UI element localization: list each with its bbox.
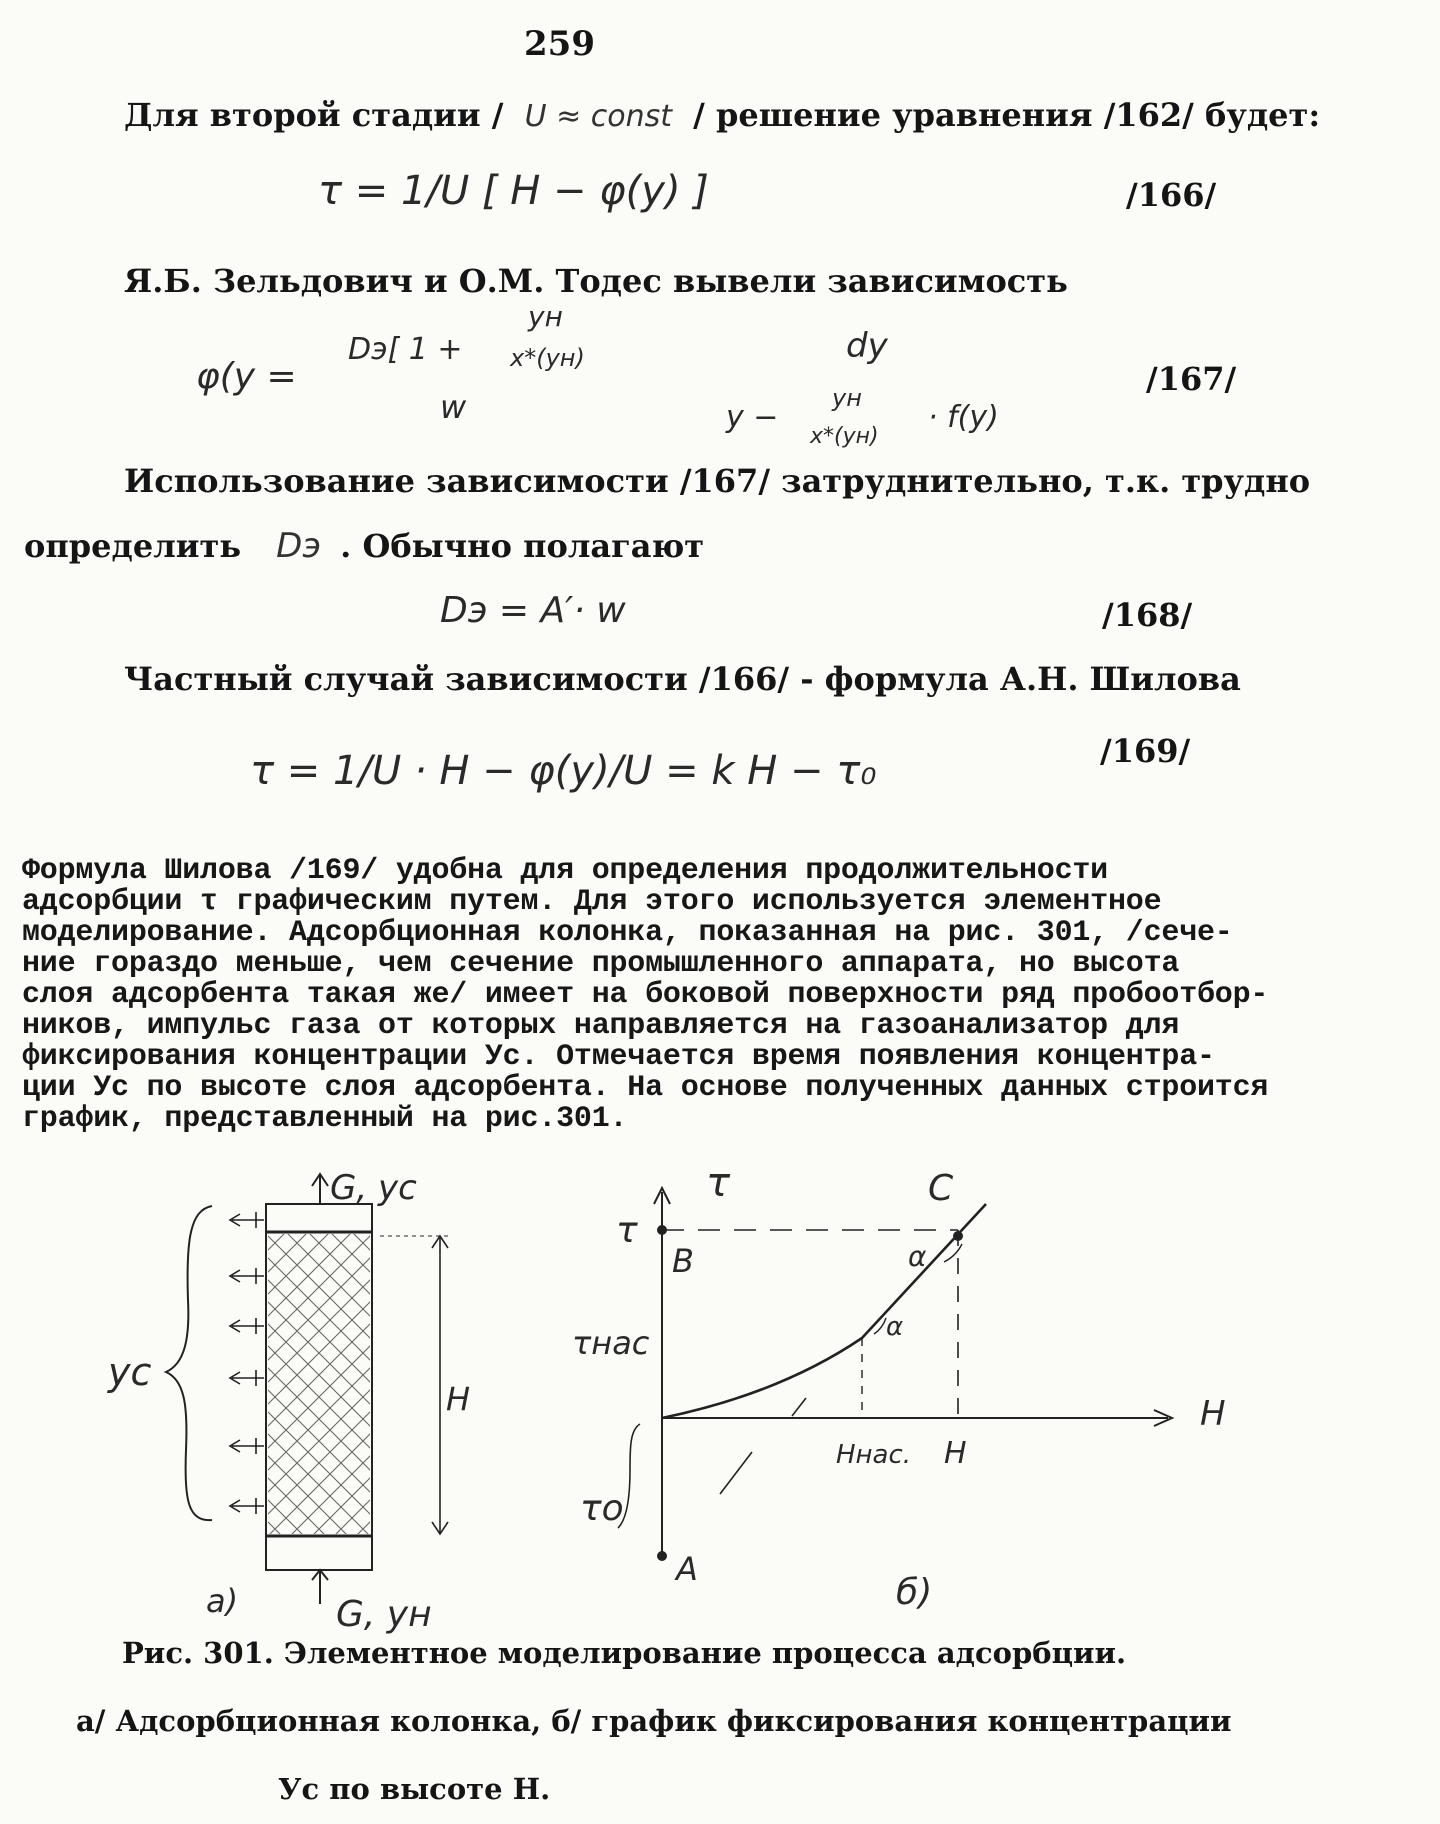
paragraph-line: ции Ус по высоте слоя адсорбента. На осн… — [22, 1071, 1269, 1105]
eq167-int-den-den: x*(yн) — [810, 424, 879, 449]
tau0-brace — [617, 1423, 641, 1529]
line-determine-before: определить — [24, 527, 242, 565]
paragraph-line: график, представленный на рис.301. — [22, 1102, 628, 1136]
label-height: H — [446, 1380, 471, 1418]
line-second-stage-after: / решение уравнения /162/ будет: — [693, 96, 1321, 134]
inlet-arrow-head — [311, 1568, 329, 1581]
line-zeldovich: Я.Б. Зельдович и О.М. Тодес вывели завис… — [124, 262, 1068, 300]
eq167-frac-den: x*(yн) — [510, 344, 585, 372]
point-c — [953, 1231, 963, 1241]
eq167-int-den-b: · f(y) — [928, 400, 999, 435]
eq167-num-top: Dэ[ 1 + — [348, 332, 463, 367]
eq167-frac-num: yн — [528, 300, 563, 333]
handwritten-u-const: U ≈ const — [524, 99, 673, 134]
label-tau-tick: τ — [616, 1210, 638, 1251]
point-a — [657, 1551, 667, 1561]
label-col-top: G, yc — [330, 1168, 417, 1208]
label-panel-a: a) — [206, 1582, 239, 1620]
label-point-b: B — [672, 1242, 694, 1280]
label-axis-tau: τ — [706, 1160, 731, 1206]
label-tau0: τo — [580, 1488, 624, 1529]
equation-number-169: /169/ — [1100, 732, 1191, 770]
paragraph-shilov: Формула Шилова /169/ удобна для определе… — [22, 856, 1422, 1135]
paragraph-line: фиксирования концентрации Ус. Отмечается… — [22, 1040, 1215, 1074]
alpha-arc-1 — [943, 1243, 963, 1263]
line-second-stage: Для второй стадии / U ≈ const / решение … — [124, 96, 1320, 134]
sampling-taps — [228, 1212, 264, 1514]
paragraph-line: моделирование. Адсорбционная колонка, по… — [22, 916, 1233, 950]
label-point-c: C — [928, 1168, 954, 1209]
label-h-tick: H — [944, 1436, 967, 1471]
line-special-case: Частный случай зависимости /166/ - форму… — [124, 660, 1241, 698]
outlet-arrow-head — [311, 1172, 329, 1187]
eq167-den: w — [440, 388, 467, 426]
eq167-lhs: φ(y = — [196, 356, 297, 397]
paragraph-line: Формула Шилова /169/ удобна для определе… — [22, 854, 1108, 888]
extrapolation-mark-2 — [791, 1397, 807, 1417]
label-point-a: A — [676, 1550, 698, 1588]
eq167-int-den-num: yн — [832, 384, 862, 412]
label-yc: yc — [108, 1350, 152, 1394]
equation-166: τ = 1/U [ H − φ(y) ] — [318, 168, 709, 214]
label-alpha-2: α — [886, 1312, 904, 1342]
equation-168: Dэ = A′· w — [440, 590, 626, 631]
paragraph-line: ние гораздо меньше, чем сечение промышле… — [22, 947, 1180, 981]
label-h-nas: Hнас. — [836, 1440, 912, 1470]
paragraph-line: ников, импульс газа от которых направляе… — [22, 1009, 1180, 1043]
equation-number-166: /166/ — [1126, 176, 1217, 214]
figure-caption-title: Рис. 301. Элементное моделирование проце… — [122, 1636, 1127, 1670]
point-b — [657, 1225, 667, 1235]
shilov-graph — [617, 1185, 1175, 1561]
label-col-bottom: G, yн — [336, 1594, 432, 1635]
h-axis-arrow — [1153, 1409, 1175, 1427]
equation-169: τ = 1/U · H − φ(y)/U = k H − τ₀ — [250, 748, 877, 794]
adsorbent-bed — [268, 1234, 370, 1534]
label-tau-nas: τнас — [572, 1324, 650, 1362]
line-determine: определить Dэ . Обычно полагают — [24, 526, 704, 566]
paragraph-line: слоя адсорбента такая же/ имеет на боков… — [22, 978, 1269, 1012]
figure-caption-panels: а/ Адсорбционная колонка, б/ график фикс… — [76, 1704, 1232, 1738]
eq167-int-num: dy — [846, 326, 888, 366]
yc-brace — [163, 1205, 213, 1522]
label-alpha-1: α — [908, 1240, 927, 1273]
equation-number-168: /168/ — [1102, 596, 1193, 634]
page-number: 259 — [524, 24, 595, 64]
adsorption-column — [163, 1172, 450, 1604]
paragraph-line: адсорбции τ графическим путем. Для этого… — [22, 885, 1162, 919]
tau-axis-arrow — [653, 1185, 671, 1205]
extrapolation-mark-1 — [719, 1451, 753, 1495]
handwritten-de: Dэ — [276, 526, 322, 566]
line-second-stage-before: Для второй стадии / — [124, 96, 504, 134]
breakthrough-curve — [661, 1203, 987, 1420]
figure-caption-end: Ус по высоте Н. — [278, 1772, 551, 1806]
eq167-int-den-a: y − — [726, 400, 779, 435]
equation-number-167: /167/ — [1146, 360, 1237, 398]
label-panel-b: б) — [896, 1572, 933, 1613]
alpha-arc-2 — [873, 1317, 887, 1335]
label-axis-h: H — [1200, 1394, 1226, 1434]
line-determine-after: . Обычно полагают — [340, 527, 705, 565]
line-usage: Использование зависимости /167/ затрудни… — [124, 462, 1311, 500]
